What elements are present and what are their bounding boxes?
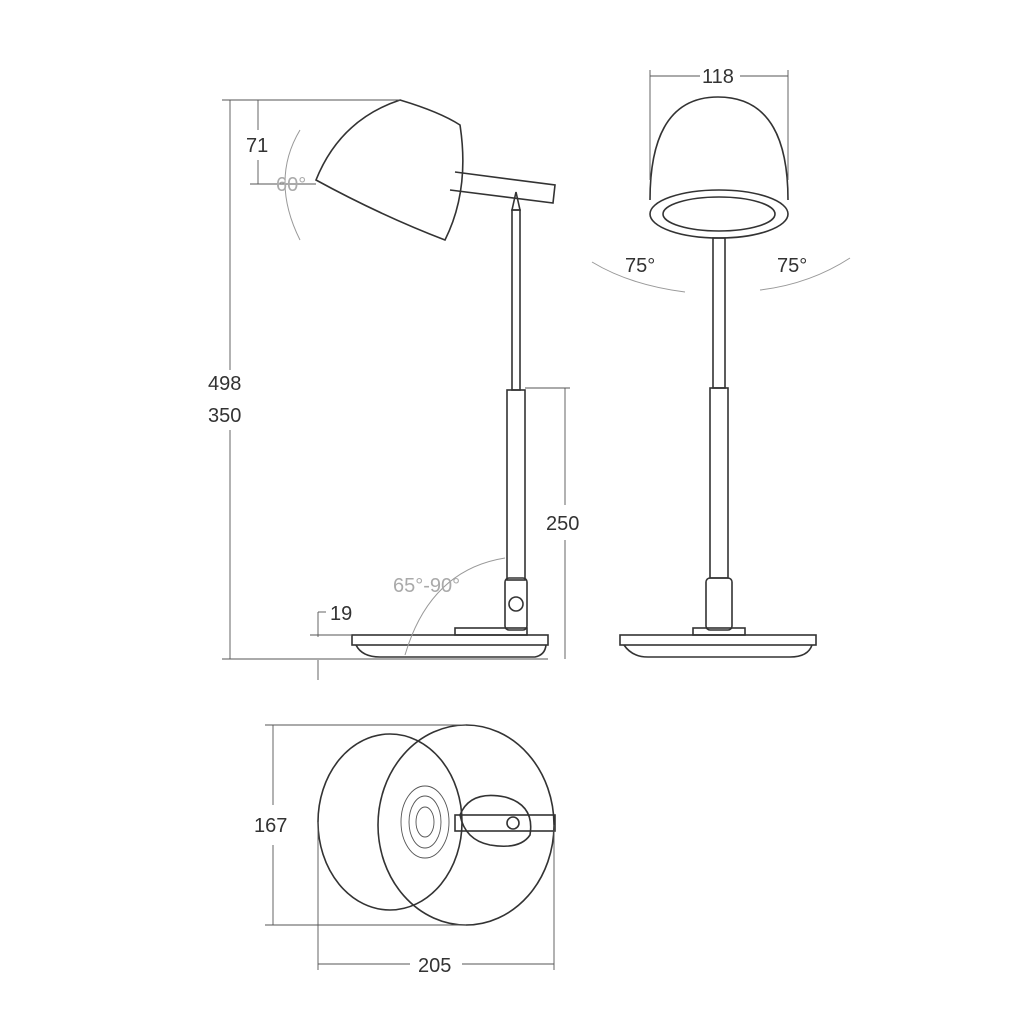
front-shade (649, 96, 789, 201)
side-head-shade (314, 99, 464, 242)
front-base (619, 634, 817, 646)
front-rod (712, 237, 726, 389)
top-view: 167 205 (254, 724, 556, 977)
side-base (351, 634, 549, 646)
rotate-right-label: 75° (777, 255, 807, 277)
side-pillar (506, 389, 526, 581)
pillar-tilt-label: 65°-90° (393, 575, 460, 597)
top-base-disc (377, 724, 555, 926)
head-tilt-label: 60° (276, 174, 306, 196)
pillar-height-label: 250 (546, 513, 579, 535)
base-depth-label: 167 (254, 815, 287, 837)
base-height-label: 19 (330, 603, 352, 625)
front-view: 118 75° 75° (591, 66, 851, 658)
side-upper-rod (511, 209, 521, 391)
base-width-label: 205 (418, 955, 451, 977)
rotate-left-label: 75° (625, 255, 655, 277)
side-view: 71 60° 498 350 250 65°-90° 19 (208, 99, 579, 680)
height-min-label: 350 (208, 405, 241, 427)
front-pillar (709, 387, 729, 579)
height-max-label: 498 (208, 373, 241, 395)
top-shade (317, 733, 463, 911)
shade-width-label: 118 (702, 66, 734, 88)
head-height-label: 71 (246, 135, 268, 157)
